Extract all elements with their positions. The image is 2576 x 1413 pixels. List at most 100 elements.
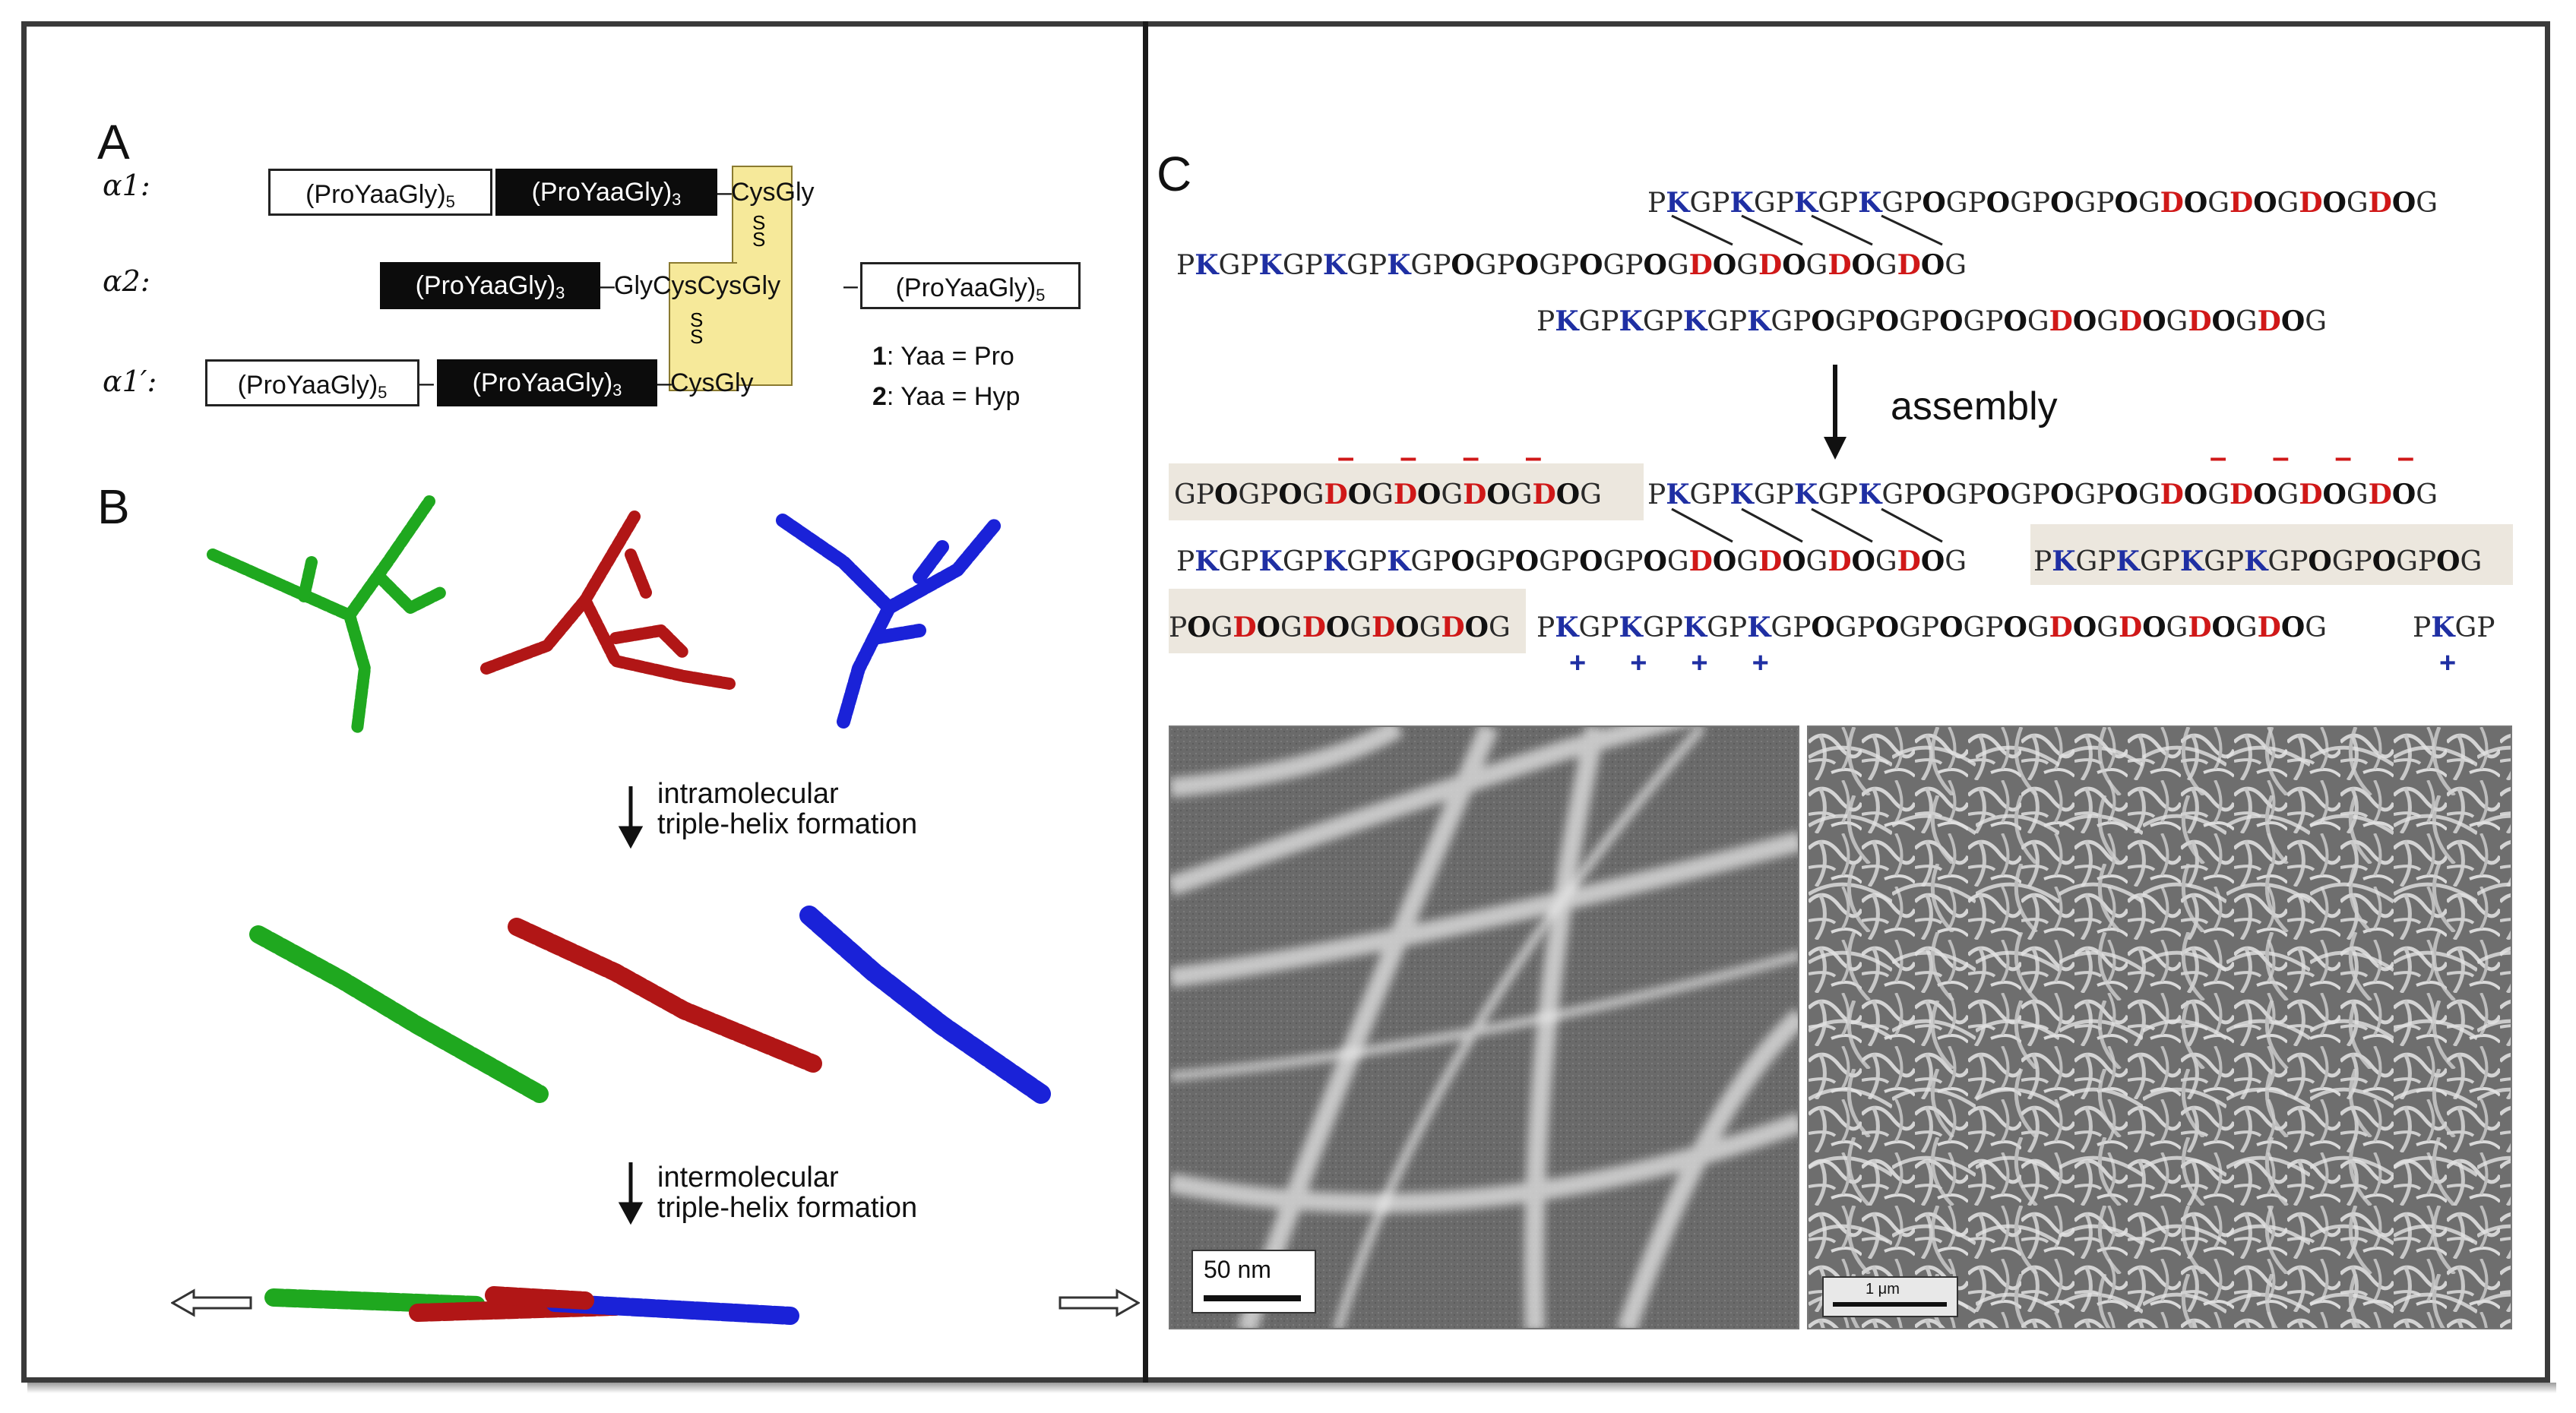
residue: G [1441, 479, 1464, 511]
residue: D [1828, 545, 1852, 577]
residue: G [1474, 546, 1497, 577]
residue: K [1682, 612, 1707, 643]
panel-divider [1143, 21, 1148, 1383]
residue: D [1897, 545, 1921, 577]
residue: O [2211, 612, 2236, 643]
residue: D [1828, 249, 1852, 281]
residue: G [2305, 306, 2327, 337]
residue: K [1666, 187, 1690, 219]
residue: G [1945, 479, 1968, 511]
residue: P [2476, 612, 2495, 643]
residue: G [2416, 479, 2438, 511]
residue: G [1210, 612, 1233, 643]
residue: G [1963, 306, 1986, 337]
residue: K [1387, 249, 1411, 281]
minus-signs-left: –––– [1337, 441, 1587, 475]
residue: P [1560, 546, 1580, 577]
residue: O [2142, 612, 2166, 643]
residue: O [1811, 612, 1835, 643]
block-text: (ProYaaGly) [472, 368, 613, 397]
block-subscript: 5 [445, 192, 455, 211]
residue: K [2244, 545, 2268, 577]
block-subscript: 3 [555, 283, 565, 302]
residue: P [1647, 479, 1666, 511]
residue: K [1619, 305, 1643, 337]
residue: P [1496, 546, 1515, 577]
bridge-join [734, 264, 739, 309]
residue: G [1805, 546, 1828, 577]
residue: G [1474, 250, 1497, 281]
stagger-connectors-assembled [1671, 507, 1943, 543]
assembly-label: assembly [1891, 384, 2058, 428]
alpha2-dash-right: – [843, 271, 858, 300]
residue: D [2368, 479, 2392, 511]
residue: G [1753, 479, 1776, 511]
panel-c-letter: C [1157, 147, 1192, 201]
residue: G [1689, 479, 1712, 511]
plus-sign: + [1752, 647, 1813, 679]
chain-label-alpha1-prime: α1′: [103, 365, 157, 398]
scalebar-left: 50 nm [1191, 1250, 1316, 1313]
residue: O [1922, 479, 1946, 511]
residue: P [2417, 546, 2437, 577]
residue: P [1793, 306, 1812, 337]
residue: G [1881, 188, 1904, 219]
residue: O [1464, 612, 1489, 643]
residue: K [1747, 305, 1771, 337]
residue: G [1666, 250, 1689, 281]
residue: P [1536, 612, 1555, 643]
residue: G [2207, 479, 2229, 511]
residue: O [1811, 305, 1835, 337]
residue: O [2322, 187, 2347, 219]
sem-micrograph [1807, 725, 2512, 1329]
alpha2-dash-left: – [600, 271, 615, 300]
residue: D [1758, 249, 1783, 281]
residue: P [1967, 188, 1986, 219]
residue: P [1839, 479, 1859, 511]
residue: G [1689, 188, 1712, 219]
residue: O [1514, 545, 1540, 577]
residue: P [1368, 546, 1388, 577]
residue: O [2142, 305, 2166, 337]
residue: O [1451, 545, 1475, 577]
minus-sign: – [2397, 441, 2460, 474]
residue: G [1510, 479, 1533, 511]
residue: G [1539, 250, 1561, 281]
residue: O [2391, 187, 2416, 219]
residue: O [1712, 249, 1737, 281]
residue: O [1875, 305, 1900, 337]
residue: G [1736, 250, 1758, 281]
residue: G [2074, 188, 2097, 219]
panel-a-letter: A [97, 115, 130, 169]
chain-label-alpha1: α1: [103, 169, 150, 202]
residue: O [2253, 187, 2277, 219]
residue: O [2372, 545, 2397, 577]
sequence-top-3: PKGPKGPKGPKGPOGPOGPOGPOGDOGDOGDOGDOG [1536, 305, 2327, 337]
residue: O [1579, 249, 1603, 281]
residue: D [2049, 612, 2073, 643]
residue: O [1920, 545, 1945, 577]
residue: G [2331, 546, 2354, 577]
residue: G [2235, 612, 2258, 643]
residue: D [2188, 612, 2212, 643]
residue: G [1580, 479, 1602, 511]
helix-red-molecule [508, 918, 822, 1073]
residue: P [1711, 479, 1730, 511]
scalebar-bar [1833, 1302, 1947, 1307]
residue: G [2207, 188, 2229, 219]
residue: K [1619, 612, 1643, 643]
residue: P [1304, 250, 1323, 281]
residue: K [1195, 545, 1219, 577]
assembled-row1-a: GPOGPOGDOGDOGDOGDOG [1174, 479, 1602, 511]
block-subscript: 3 [612, 381, 622, 400]
helix-green-molecule [249, 925, 549, 1103]
alpha1p-dash-2: – [657, 368, 672, 397]
residue: D [1688, 249, 1713, 281]
assembled-row2-a: PKGPKGPKGPKGPOGPOGPOGPOGDOGDOGDOGDOG [1176, 545, 1967, 577]
panel-b-letter: B [97, 479, 130, 534]
alpha1p-block-5: (ProYaaGly)5 [205, 359, 419, 406]
residue: G [2027, 612, 2049, 643]
alpha2-block-5: (ProYaaGly)5 [860, 262, 1081, 309]
residue: P [1432, 546, 1451, 577]
arrow-left-icon [171, 1288, 252, 1317]
